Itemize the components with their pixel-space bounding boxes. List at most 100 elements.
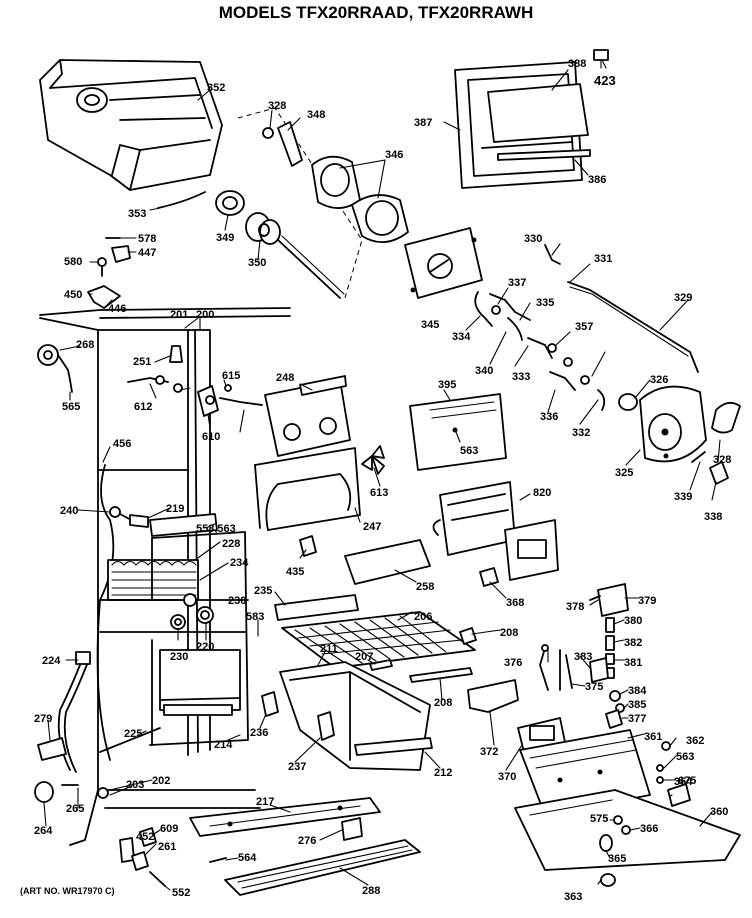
- part-label: 380: [624, 615, 642, 627]
- icemaker-bracket-part: [479, 567, 499, 587]
- part-label: 208: [500, 627, 518, 639]
- part-label: 340: [475, 365, 493, 377]
- part-label: 264: [34, 825, 53, 837]
- part-label: 203: [126, 779, 144, 791]
- part-label: 338: [704, 511, 722, 523]
- part-label: 211: [320, 643, 338, 655]
- part-label: 385: [628, 699, 646, 711]
- evaporator-cover-part: [149, 513, 218, 537]
- water-valve-part: [589, 583, 629, 729]
- part-label: 235: [254, 585, 272, 597]
- part-label: 346: [385, 149, 403, 161]
- part-label: 377: [628, 713, 646, 725]
- part-label: 345: [421, 319, 439, 331]
- auger-wire-part: [157, 191, 206, 209]
- part-label: 333: [512, 371, 530, 383]
- part-label: 336: [540, 411, 558, 423]
- part-label: 387: [414, 117, 432, 129]
- part-label: 613: [370, 487, 388, 499]
- part-label: 610: [202, 431, 220, 443]
- fan-bracket-part: [254, 375, 361, 531]
- part-label: 365: [608, 853, 626, 865]
- part-label: 563: [676, 751, 694, 763]
- fan-blade-part: [361, 445, 385, 475]
- diagram-title: MODELS TFX20RRAAD, TFX20RRAWH: [219, 3, 534, 22]
- part-label: 450: [64, 289, 82, 301]
- part-label: 384: [628, 685, 647, 697]
- part-label: 357: [575, 321, 593, 333]
- part-label: 268: [76, 339, 94, 351]
- retainer-plate-part: [277, 121, 303, 167]
- crusher-shell-part: [311, 155, 409, 243]
- leader-lines: [43, 59, 721, 891]
- part-label: 388: [568, 58, 586, 70]
- part-label: 228: [222, 538, 240, 550]
- bracket-part: [37, 737, 67, 761]
- part-label: 376: [504, 657, 522, 669]
- bottom-panel-part: [514, 789, 741, 887]
- part-label: 237: [288, 761, 306, 773]
- part-label: 248: [276, 372, 294, 384]
- part-label: 353: [128, 208, 146, 220]
- part-label: 456: [113, 438, 131, 450]
- part-label: 220: [196, 641, 214, 653]
- part-label: 612: [134, 401, 152, 413]
- part-label: 379: [638, 595, 656, 607]
- part-label: 200: [196, 309, 214, 321]
- part-label: 565: [62, 401, 80, 413]
- dispenser-motor-part: [618, 385, 741, 485]
- part-label: 258: [416, 581, 434, 593]
- part-label: 350: [248, 257, 266, 269]
- part-label: 225: [124, 728, 142, 740]
- mounting-bracket-part: [87, 237, 131, 309]
- part-label: 332: [572, 427, 590, 439]
- part-label: 201: [170, 309, 188, 321]
- ice-chute-bracket-part: [404, 227, 483, 299]
- part-label: 230: [228, 595, 246, 607]
- auger-drive-part: [215, 190, 345, 299]
- ice-bucket-part: [39, 59, 223, 191]
- leveling-leg-part: [34, 781, 109, 803]
- part-label: 578: [138, 233, 156, 245]
- washer-part: [262, 127, 274, 139]
- part-label: 330: [524, 233, 542, 245]
- part-label: 202: [152, 775, 170, 787]
- icemaker-part: [432, 481, 559, 581]
- leveling-bracket-part: [119, 827, 166, 887]
- part-label: 279: [34, 713, 52, 725]
- part-label: 331: [594, 253, 612, 265]
- part-label: 224: [42, 655, 61, 667]
- part-label: 288: [362, 885, 380, 897]
- part-label: 386: [588, 174, 606, 186]
- part-label: 452: [136, 831, 154, 843]
- part-label: 230: [170, 651, 188, 663]
- part-label: 349: [216, 232, 234, 244]
- drain-tube-part: [57, 651, 161, 773]
- dispenser-door-part: [454, 49, 609, 189]
- terminal-cover-part: [467, 679, 519, 713]
- part-label: 362: [686, 735, 704, 747]
- part-label: 370: [498, 771, 516, 783]
- part-label: 395: [438, 379, 456, 391]
- part-label: 558,563: [196, 523, 236, 535]
- part-label: 265: [66, 803, 84, 815]
- part-label: 240: [60, 505, 78, 517]
- part-label: 383: [574, 651, 592, 663]
- part-label: 575: [590, 813, 608, 825]
- evaporator-back-panel-part: [149, 531, 249, 746]
- part-label: 363: [564, 891, 582, 903]
- part-label: 335: [536, 297, 554, 309]
- part-label: 276: [298, 835, 316, 847]
- light-socket-part: [37, 344, 73, 393]
- kickplate-rail-part: [189, 797, 381, 837]
- part-label: 368: [506, 597, 524, 609]
- part-label: 675: [678, 775, 696, 787]
- part-label: 234: [230, 557, 249, 569]
- part-label: 378: [566, 601, 584, 613]
- control-panel-part: [409, 393, 507, 471]
- clip-part: [299, 535, 317, 557]
- part-number-labels: 352 328 348 346 349 353 350 388 423 387 …: [34, 58, 731, 903]
- part-label: 326: [650, 374, 668, 386]
- part-label: 328: [713, 454, 731, 466]
- damper-control-part: [127, 345, 263, 417]
